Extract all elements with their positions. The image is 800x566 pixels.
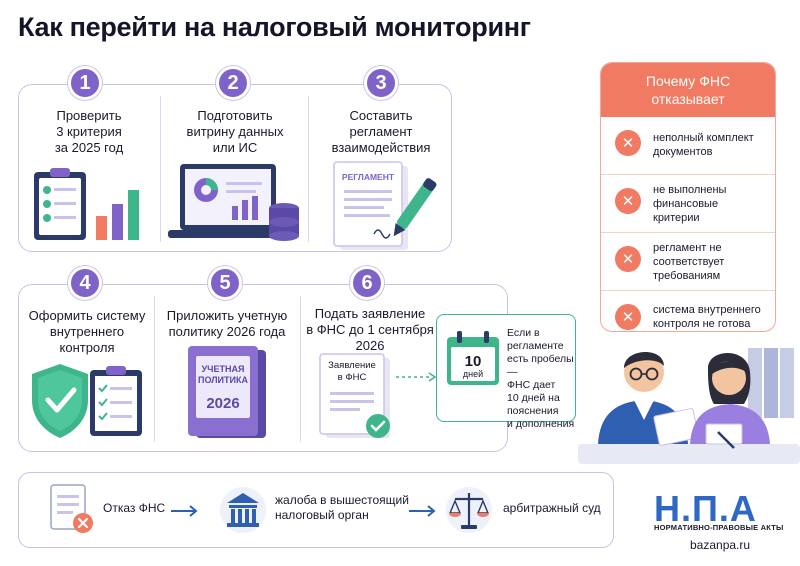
step-3-number: 3 bbox=[364, 66, 398, 100]
page-title: Как перейти на налоговый мониторинг bbox=[18, 12, 531, 42]
cross-icon: ✕ bbox=[615, 304, 641, 330]
calendar-unit: дней bbox=[463, 369, 483, 379]
site-link[interactable]: bazanpa.ru bbox=[690, 538, 751, 552]
consultants-illustration bbox=[578, 348, 800, 464]
reason-text: система внутреннего контроля не готова bbox=[653, 304, 761, 330]
regulation-document-icon: РЕГЛАМЕНТ bbox=[333, 161, 437, 250]
calendar-icon: 10 дней bbox=[447, 331, 499, 385]
reason-item: ✕ неполный комплект документов bbox=[601, 117, 775, 175]
callout-box: 10 дней Если в регламенте есть пробелы —… bbox=[436, 314, 576, 430]
calendar-number: 10 bbox=[465, 353, 482, 370]
step-6-text: Подать заявление в ФНС до 1 сентября 202… bbox=[306, 306, 434, 353]
step-1-text: Проверить 3 критерия за 2025 год bbox=[54, 108, 124, 155]
step-2-number: 2 bbox=[216, 66, 250, 100]
divider bbox=[308, 96, 309, 242]
reason-text: регламент не соответствует требованиям bbox=[653, 242, 725, 282]
reason-text: не выполнены финансовые критерии bbox=[653, 184, 727, 224]
dashed-arrow bbox=[396, 372, 437, 382]
reglament-label: РЕГЛАМЕНТ bbox=[342, 172, 395, 182]
callout-text: Если в регламенте есть пробелы — ФНС дае… bbox=[507, 327, 575, 430]
divider bbox=[160, 96, 161, 242]
step-2-text: Подготовить витрину данных или ИС bbox=[186, 108, 284, 155]
divider bbox=[300, 296, 301, 442]
logo-subtitle: НОРМАТИВНО-ПРАВОВЫЕ АКТЫ bbox=[654, 523, 784, 532]
step-6-number: 6 bbox=[350, 266, 384, 300]
panel-title: Почему ФНС отказывает bbox=[601, 63, 775, 117]
reason-item: ✕ система внутреннего контроля не готова bbox=[601, 291, 775, 331]
step-5-number: 5 bbox=[208, 266, 242, 300]
npa-logo: Н.П.А bbox=[654, 488, 757, 529]
cross-icon: ✕ bbox=[615, 188, 641, 214]
cross-icon: ✕ bbox=[615, 246, 641, 272]
step-4-number: 4 bbox=[68, 266, 102, 300]
escalation-step-3: арбитражный суд bbox=[503, 501, 601, 515]
rejected-document-icon bbox=[50, 484, 93, 533]
escalation-step-2: жалоба в вышестоящий налоговый орган bbox=[275, 493, 409, 522]
escalation-strip: Отказ ФНС жалоба в вышестоящий налоговый… bbox=[18, 472, 614, 548]
policy-year: 2026 bbox=[206, 395, 239, 412]
rejection-reasons-panel: Почему ФНС отказывает ✕ неполный комплек… bbox=[600, 62, 776, 332]
cross-icon: ✕ bbox=[615, 130, 641, 156]
reason-text: неполный комплект документов bbox=[653, 132, 754, 158]
step-5-text: Приложить учетную политику 2026 года bbox=[166, 308, 288, 339]
step-1-number: 1 bbox=[68, 66, 102, 100]
step-4-text: Оформить систему внутреннего контроля bbox=[28, 308, 146, 355]
reason-item: ✕ не выполнены финансовые критерии bbox=[601, 175, 775, 233]
divider bbox=[154, 296, 155, 442]
step-3-text: Составить регламент взаимодействия bbox=[331, 108, 431, 155]
reason-item: ✕ регламент не соответствует требованиям bbox=[601, 233, 775, 291]
laptop-dashboard-icon bbox=[168, 164, 299, 241]
escalation-step-1: Отказ ФНС bbox=[103, 501, 166, 515]
arrow-right-icon bbox=[171, 505, 198, 517]
government-building-icon bbox=[220, 487, 266, 533]
scales-of-justice-icon bbox=[446, 487, 492, 533]
shield-check-icon bbox=[32, 364, 142, 438]
clipboard-checklist-icon bbox=[34, 168, 139, 240]
arrow-right-icon bbox=[409, 505, 436, 517]
